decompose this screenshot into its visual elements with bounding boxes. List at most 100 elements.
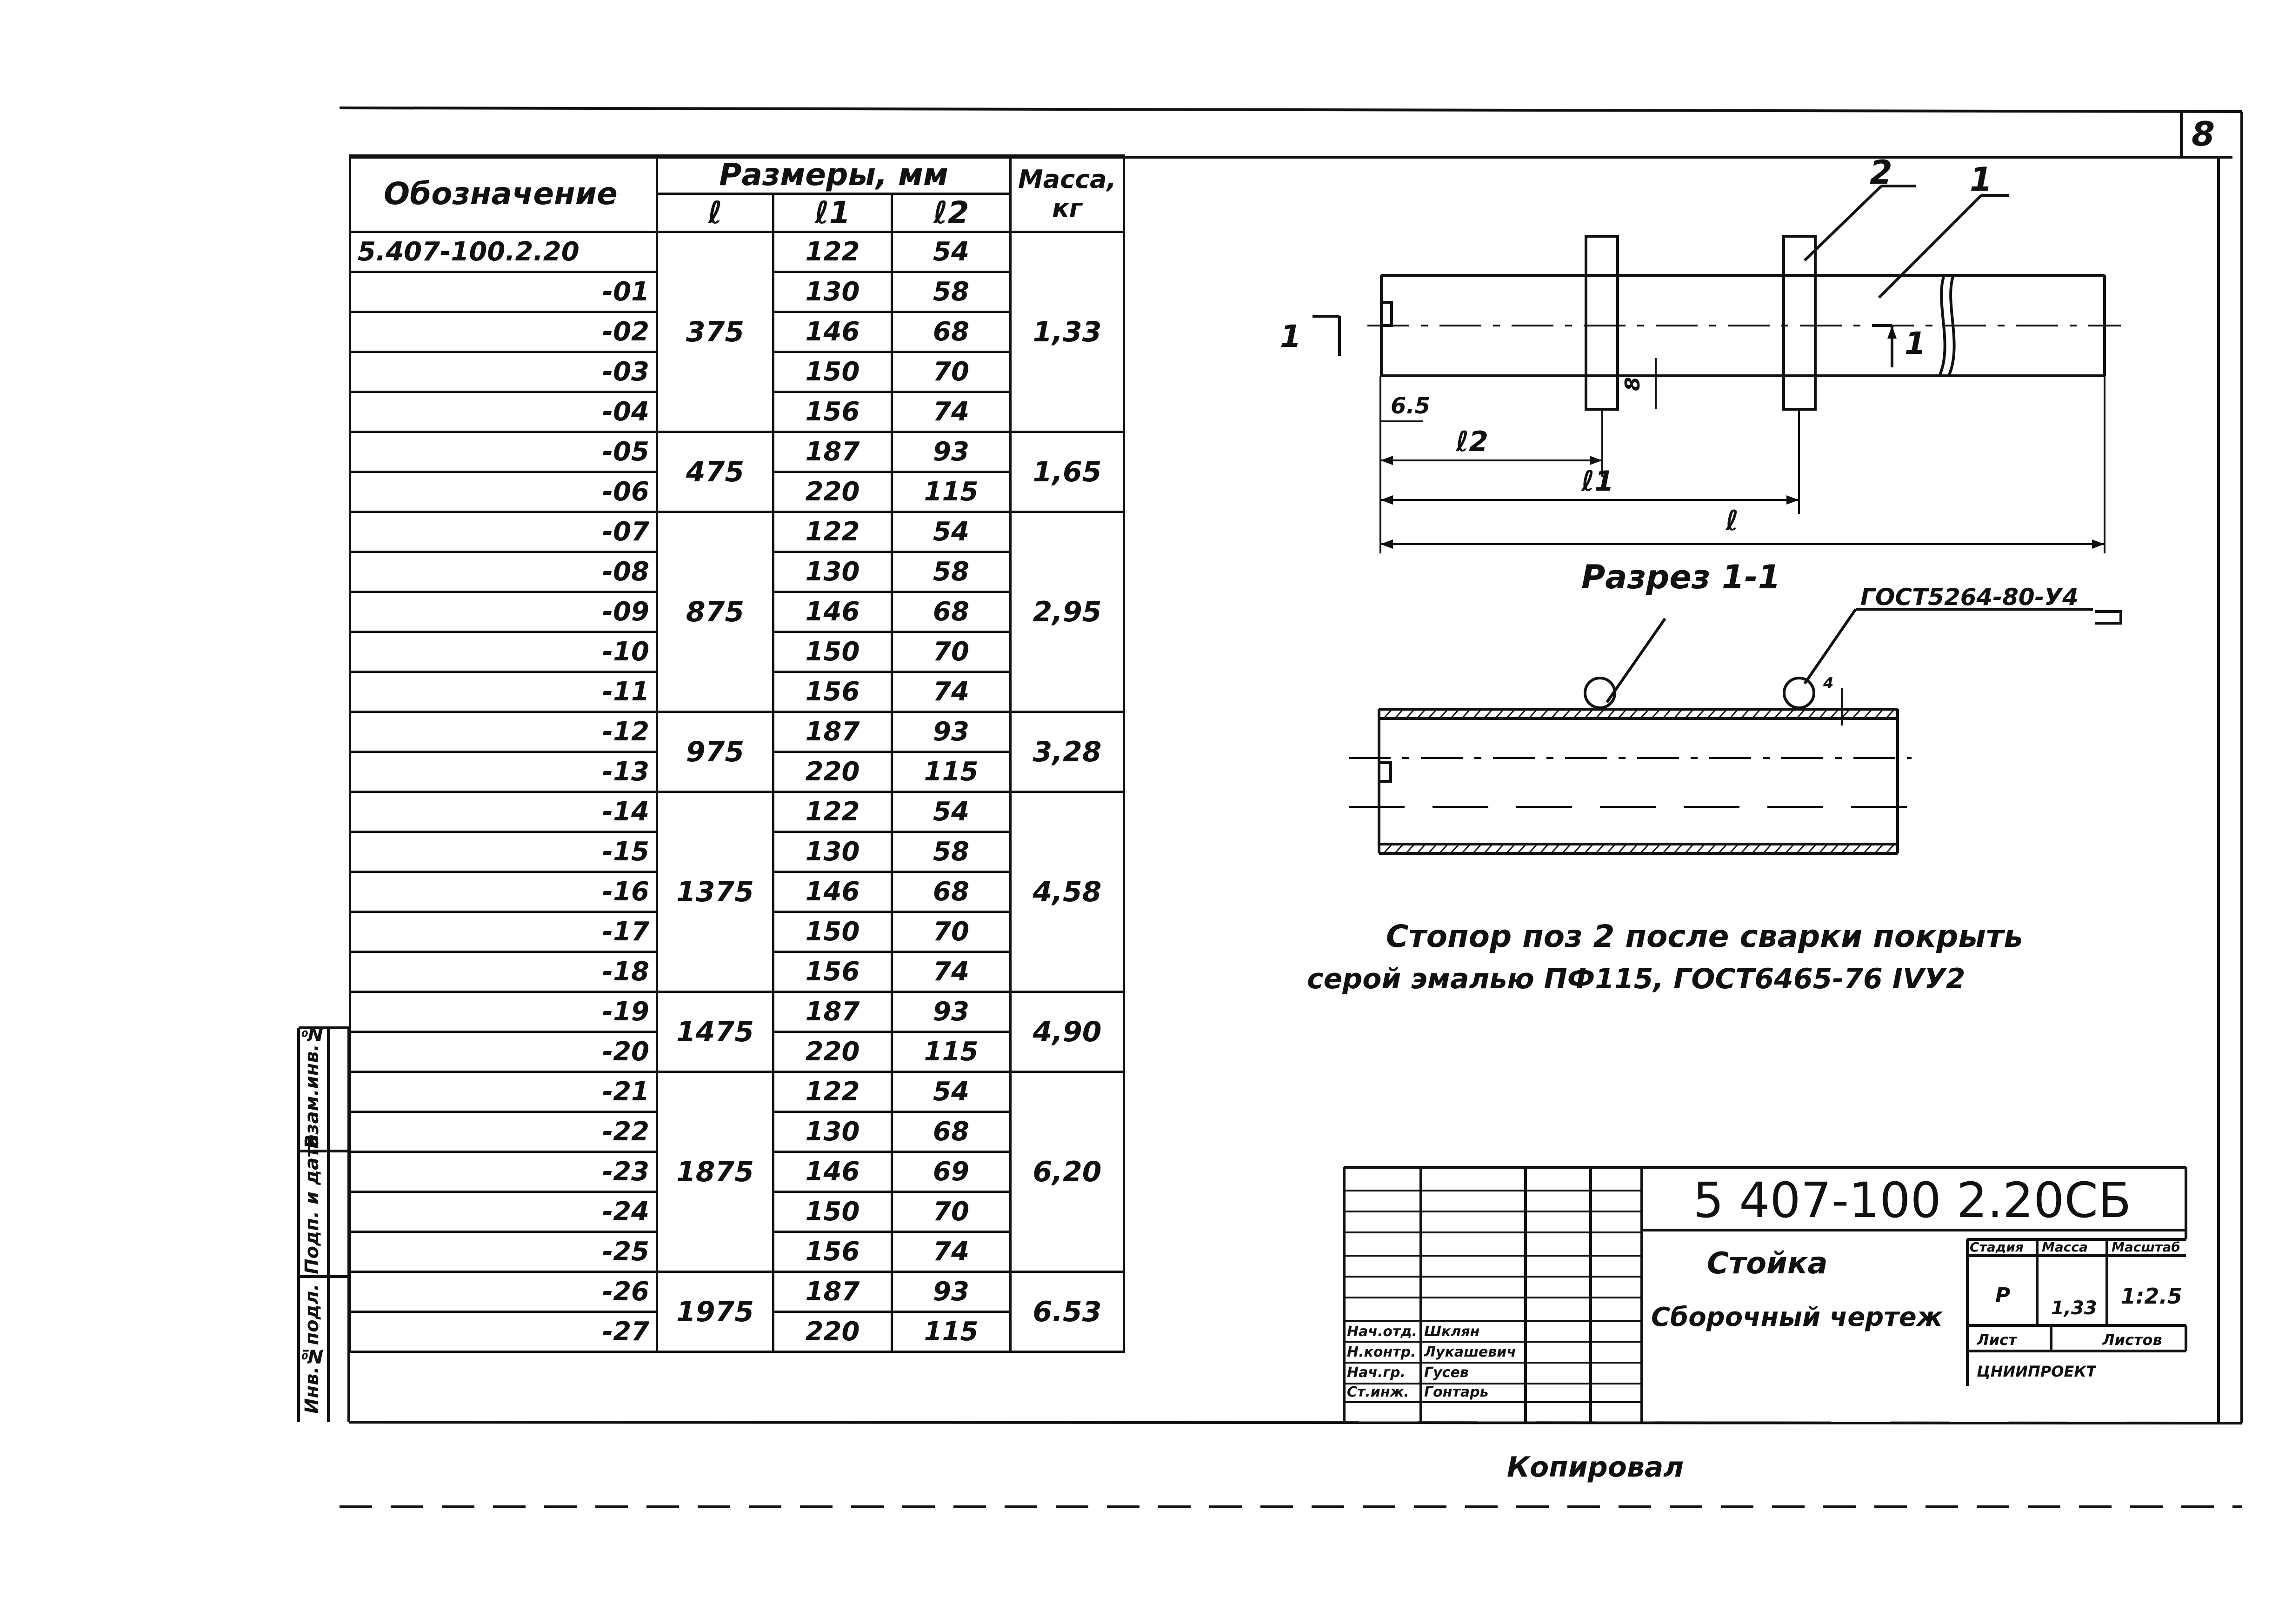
dim-l: ℓ — [1726, 505, 1739, 537]
signature-name: Гонтарь — [1424, 1384, 1489, 1400]
cell-designation: -10 — [349, 631, 658, 673]
cell-l2: 54 — [890, 791, 1012, 833]
cell-mass: 1,65 — [1009, 431, 1126, 513]
col-scale-header: Масштаб — [2112, 1239, 2180, 1255]
cell-l1: 187 — [772, 711, 893, 753]
stage-value: Р — [1995, 1284, 2011, 1307]
cell-l2: 54 — [890, 231, 1012, 273]
cell-l1: 130 — [772, 831, 893, 873]
cell-l2: 70 — [890, 351, 1012, 393]
section-mark-right: 1 — [1905, 326, 1926, 361]
cell-designation: -08 — [349, 551, 658, 593]
cell-mass: 6,20 — [1009, 1071, 1126, 1273]
cell-l1: 187 — [772, 431, 893, 473]
organization: ЦНИИПРОЕКТ — [1977, 1363, 2097, 1380]
cell-l2: 58 — [890, 831, 1012, 873]
cell-designation: -24 — [349, 1191, 658, 1233]
cell-l2: 115 — [890, 751, 1012, 793]
cell-l2: 69 — [890, 1151, 1012, 1193]
cell-l1: 130 — [772, 551, 893, 593]
cell-l1: 220 — [772, 1031, 893, 1073]
cell-l2: 74 — [890, 1231, 1012, 1273]
dim-l1: ℓ1 — [1581, 465, 1614, 498]
cell-l2: 93 — [890, 1271, 1012, 1313]
cell-l1: 187 — [772, 991, 893, 1033]
cell-length: 1475 — [656, 991, 774, 1073]
dim-8: 8 — [1620, 377, 1645, 391]
cell-designation: -12 — [349, 711, 658, 753]
cell-l1: 220 — [772, 751, 893, 793]
cell-designation: -18 — [349, 951, 658, 993]
cell-l2: 115 — [890, 1311, 1012, 1353]
cell-l1: 150 — [772, 631, 893, 673]
cell-designation: -07 — [349, 511, 658, 553]
cell-length: 875 — [656, 511, 774, 713]
footer-copied: Копировал — [1507, 1451, 1684, 1484]
cell-length: 1875 — [656, 1071, 774, 1273]
cell-mass: 4,90 — [1009, 991, 1126, 1073]
cell-l2: 74 — [890, 671, 1012, 713]
mass-value: 1,33 — [2051, 1298, 2097, 1319]
cell-designation: -26 — [349, 1271, 658, 1313]
side-stamp-inv-no: Инв.№подл. — [301, 1284, 323, 1414]
cell-l1: 122 — [772, 231, 893, 273]
signature-role: Нач.отд. — [1347, 1324, 1417, 1340]
signature-name: Гусев — [1424, 1364, 1469, 1381]
note-line-2: серой эмалью ПФ115, ГОСТ6465-76 IVУ2 — [1307, 963, 1966, 995]
cell-mass: 6.53 — [1009, 1271, 1126, 1353]
cell-l1: 146 — [772, 311, 893, 353]
cell-l1: 150 — [772, 1191, 893, 1233]
side-stamp-replace-inv: Взам.инв.№ — [301, 1023, 323, 1149]
header-l1: ℓ1 — [772, 193, 893, 233]
cell-designation: -27 — [349, 1311, 658, 1353]
cell-l2: 68 — [890, 1111, 1012, 1153]
cell-mass: 4,58 — [1009, 791, 1126, 993]
weld-standard: ГОСТ5264-80-У4 — [1860, 584, 2079, 611]
pos1-label: 1 — [1970, 160, 1992, 199]
cell-designation: -04 — [349, 391, 658, 433]
cell-length: 1975 — [656, 1271, 774, 1353]
cell-l1: 220 — [772, 471, 893, 513]
section-title: Разрез 1-1 — [1581, 558, 1781, 596]
header-l2: ℓ2 — [890, 193, 1012, 233]
col-stage-header: Стадия — [1970, 1239, 2024, 1255]
cell-length: 375 — [656, 231, 774, 433]
cell-length: 475 — [656, 431, 774, 513]
cell-l2: 74 — [890, 391, 1012, 433]
cell-l2: 70 — [890, 631, 1012, 673]
cell-designation: -25 — [349, 1231, 658, 1273]
cell-l2: 68 — [890, 591, 1012, 633]
col-mass-header: Масса — [2042, 1239, 2088, 1255]
cell-l1: 156 — [772, 951, 893, 993]
cell-designation: -17 — [349, 911, 658, 953]
cell-l2: 93 — [890, 711, 1012, 753]
cell-l1: 187 — [772, 1271, 893, 1313]
sheets-label: Листов — [2102, 1331, 2162, 1349]
cell-designation: -15 — [349, 831, 658, 873]
cell-designation: -22 — [349, 1111, 658, 1153]
cell-designation: -11 — [349, 671, 658, 713]
cell-designation: -23 — [349, 1151, 658, 1193]
scale-value: 1:2.5 — [2121, 1284, 2182, 1309]
cell-l2: 115 — [890, 471, 1012, 513]
cell-l2: 58 — [890, 271, 1012, 313]
cell-designation: -13 — [349, 751, 658, 793]
side-stamp-sign-date: Подп. и дата — [301, 1134, 323, 1274]
